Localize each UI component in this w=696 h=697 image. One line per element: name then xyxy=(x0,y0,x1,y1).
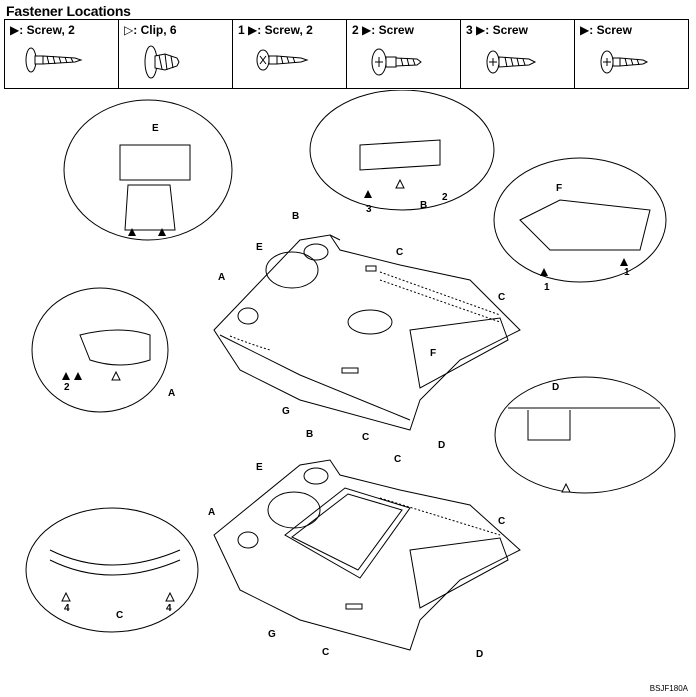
legend-label: ▶: Screw xyxy=(580,23,632,37)
screw-icon xyxy=(25,47,83,73)
clip-marker-icon xyxy=(111,370,121,381)
callout-e: E xyxy=(256,242,263,253)
detail-bubble-d xyxy=(494,376,676,494)
legend-label: 3 ▶: Screw xyxy=(466,23,528,37)
callout-a: A xyxy=(208,507,215,518)
callout-b: B xyxy=(306,429,313,440)
clip-marker-icon xyxy=(61,591,71,602)
fastener-markers xyxy=(62,190,628,380)
screw-marker-icon xyxy=(364,190,372,198)
detail-bubbles xyxy=(25,90,676,633)
screw-icon xyxy=(486,50,537,74)
headliner-top xyxy=(213,234,521,431)
page-title: Fastener Locations xyxy=(6,3,131,19)
legend-cell-screw-1: 1 ▶: Screw, 2 xyxy=(233,20,347,88)
legend-label: ▷: Clip, 6 xyxy=(124,23,177,37)
clip-marker-icon xyxy=(165,591,175,602)
legend-label: 1 ▶: Screw, 2 xyxy=(238,23,313,37)
figure-code: BSJF180A xyxy=(649,684,688,693)
callout-1: 1 xyxy=(624,267,630,278)
callout-c: C xyxy=(498,292,505,303)
screw-marker-icon xyxy=(128,228,136,236)
screw-icon xyxy=(600,50,649,74)
clip-markers xyxy=(61,178,571,602)
clip-icon xyxy=(144,45,180,79)
clip-marker-icon xyxy=(395,178,405,189)
legend-cell-screw-2b: 2 ▶: Screw xyxy=(347,20,461,88)
detail-bubble-f xyxy=(493,157,667,283)
callout-c: C xyxy=(394,454,401,465)
callout-c: C xyxy=(498,516,505,527)
detail-bubble-a xyxy=(31,287,169,413)
callout-d: D xyxy=(476,649,483,660)
screw-marker-icon xyxy=(540,268,548,276)
callout-g: G xyxy=(268,629,276,640)
headliner-bottom xyxy=(213,459,521,651)
callout-a: A xyxy=(218,272,225,283)
callout-e: E xyxy=(152,123,159,134)
callout-b: B xyxy=(292,211,299,222)
legend-cell-clip-6: ▷: Clip, 6 xyxy=(119,20,233,88)
legend-label: 2 ▶: Screw xyxy=(352,23,414,37)
legend-label: ▶: Screw, 2 xyxy=(10,23,75,37)
callout-4: 4 xyxy=(166,603,172,614)
callout-b: B xyxy=(420,200,427,211)
callout-3: 3 xyxy=(366,204,372,215)
callout-f: F xyxy=(430,348,436,359)
callout-c: C xyxy=(396,247,403,258)
legend-cell-screw-plain: ▶: Screw xyxy=(575,20,688,88)
callout-f: F xyxy=(556,183,562,194)
callout-4: 4 xyxy=(64,603,70,614)
legend-cell-screw-3: 3 ▶: Screw xyxy=(461,20,575,88)
callout-labels: E E B B C C F F A A G C D D B E C C A G … xyxy=(64,123,630,660)
callout-2: 2 xyxy=(442,192,448,203)
callout-c: C xyxy=(322,647,329,658)
callout-d: D xyxy=(438,440,445,451)
callout-g: G xyxy=(282,406,290,417)
detail-bubble-b xyxy=(309,90,495,211)
callout-a: A xyxy=(168,388,175,399)
screw-icon xyxy=(256,49,309,71)
callout-2: 2 xyxy=(64,382,70,393)
detail-bubble-c xyxy=(25,507,199,633)
fastener-legend-table: ▶: Screw, 2 ▷: Clip, 6 1 ▶: Screw, 2 xyxy=(4,19,689,89)
callout-d: D xyxy=(552,382,559,393)
screw-icon xyxy=(371,48,422,76)
callout-1: 1 xyxy=(544,282,550,293)
screw-marker-icon xyxy=(620,258,628,266)
screw-marker-icon xyxy=(74,372,82,380)
detail-bubble-e xyxy=(63,99,233,241)
legend-cell-screw-2: ▶: Screw, 2 xyxy=(5,20,119,88)
screw-marker-icon xyxy=(62,372,70,380)
callout-c: C xyxy=(116,610,123,621)
callout-c: C xyxy=(362,432,369,443)
clip-marker-icon xyxy=(561,482,571,493)
screw-marker-icon xyxy=(158,228,166,236)
headliner-exploded-diagram: E E B B C C F F A A G C D D B E C C A G … xyxy=(25,90,676,660)
callout-e: E xyxy=(256,462,263,473)
